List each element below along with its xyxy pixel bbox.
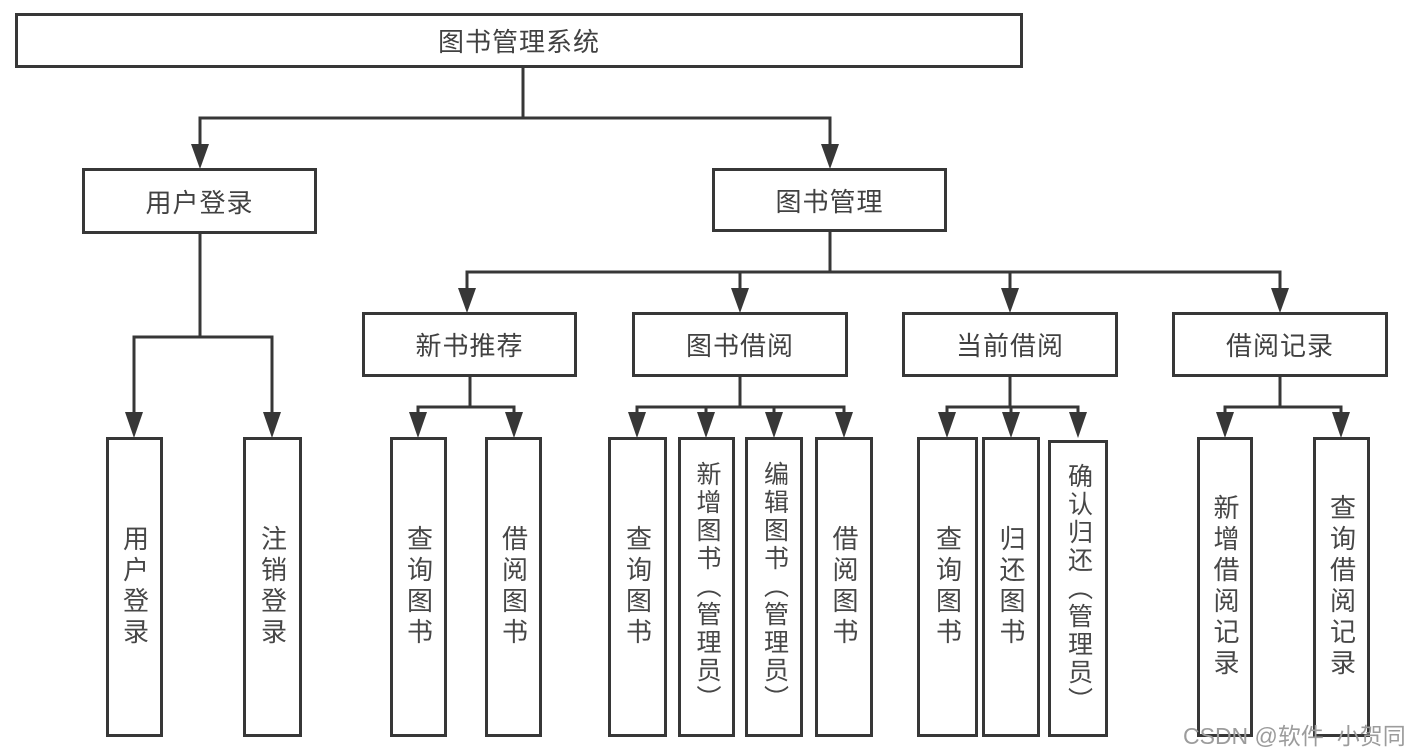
- leaf-node-query-books-borrow: 查询图书: [608, 437, 667, 737]
- branch-node-user-login: 用户登录: [82, 168, 317, 234]
- leaf-node-label: 新增借阅记录: [1210, 494, 1240, 680]
- leaf-node-label: 查询借阅记录: [1326, 494, 1357, 680]
- leaf-node-label: 查询图书: [932, 525, 963, 649]
- leaf-node-label: 借阅图书: [829, 525, 859, 649]
- leaf-node-edit-books-admin: 编辑图书（管理员）: [745, 437, 803, 737]
- branch-node-label: 用户登录: [145, 187, 254, 218]
- leaf-node-add-borrow-record: 新增借阅记录: [1197, 437, 1253, 737]
- leaf-node-confirm-return-admin: 确认归还（管理员）: [1048, 440, 1108, 737]
- root-node-label: 图书管理系统: [437, 27, 600, 57]
- leaf-node-label: 新增图书（管理员）: [693, 461, 721, 713]
- leaf-node-label: 确认归还（管理员）: [1064, 462, 1093, 715]
- leaf-node-borrow-books-recommend: 借阅图书: [485, 437, 542, 737]
- leaf-node-label: 编辑图书（管理员）: [760, 461, 789, 713]
- group-node-book-borrow: 图书借阅: [632, 312, 848, 377]
- group-node-label: 新书推荐: [415, 331, 524, 361]
- leaf-node-logout: 注销登录: [243, 437, 302, 737]
- leaf-node-return-books: 归还图书: [982, 437, 1040, 737]
- leaf-node-add-books-admin: 新增图书（管理员）: [678, 437, 735, 737]
- branch-node-label: 图书管理: [775, 186, 884, 217]
- group-node-label: 当前借阅: [955, 331, 1064, 361]
- group-node-current-borrow: 当前借阅: [902, 312, 1118, 377]
- root-node-library-management-system: 图书管理系统: [15, 13, 1023, 68]
- leaf-node-borrow-books: 借阅图书: [815, 437, 873, 737]
- leaf-node-label: 借阅图书: [498, 525, 529, 649]
- arrowhead-icons: [125, 144, 1350, 438]
- branch-node-book-management: 图书管理: [712, 168, 947, 232]
- leaf-node-label: 注销登录: [257, 525, 288, 649]
- leaf-node-query-books-recommend: 查询图书: [390, 437, 447, 737]
- group-node-label: 借阅记录: [1225, 331, 1334, 361]
- leaf-node-label: 查询图书: [403, 525, 434, 649]
- leaf-node-label: 查询图书: [622, 525, 653, 649]
- leaf-node-query-books-current: 查询图书: [917, 437, 978, 737]
- csdn-watermark: CSDN @软件_小贺同学: [1183, 723, 1405, 747]
- group-node-borrow-records: 借阅记录: [1172, 312, 1388, 377]
- leaf-node-user-login: 用户登录: [106, 437, 163, 737]
- group-node-label: 图书借阅: [685, 331, 794, 361]
- group-node-new-book-recommend: 新书推荐: [362, 312, 577, 377]
- leaf-node-query-borrow-record: 查询借阅记录: [1313, 437, 1370, 737]
- leaf-node-label: 归还图书: [996, 525, 1026, 649]
- leaf-node-label: 用户登录: [119, 525, 150, 649]
